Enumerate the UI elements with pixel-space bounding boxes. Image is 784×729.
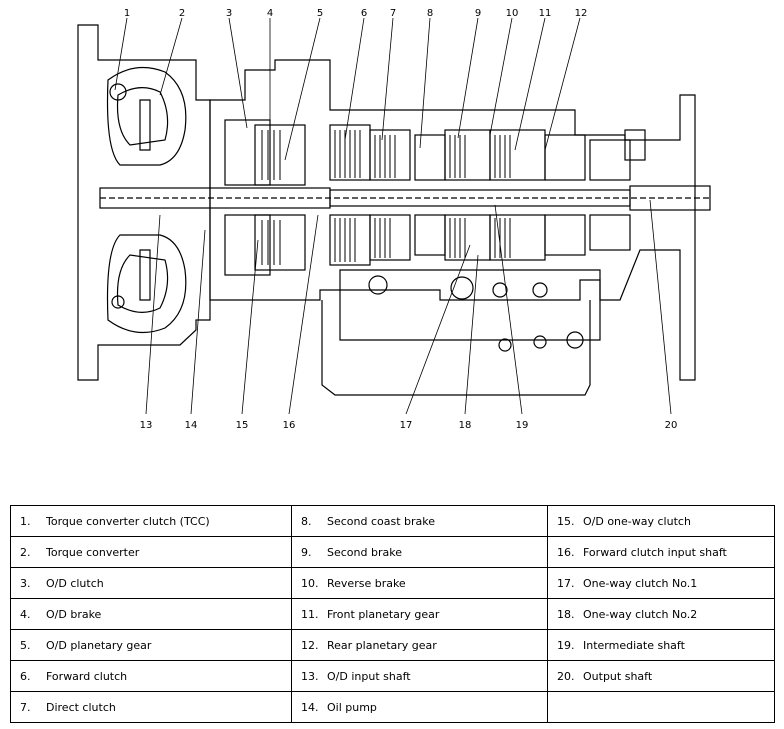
- transmission-cross-section-diagram: 1 2 3 4 5 6 7 8 9 10 11 12 13 14 15 16 1…: [77, 8, 711, 431]
- output-shaft: [629, 185, 711, 211]
- table-row: 6.Forward clutch 13.O/D input shaft 20.O…: [10, 660, 775, 692]
- callout-5: 5: [317, 8, 323, 19]
- callout-14: 14: [185, 420, 198, 431]
- callout-3: 3: [226, 8, 232, 19]
- callout-4: 4: [267, 8, 273, 19]
- legend-cell-14: 14.Oil pump: [291, 691, 548, 723]
- callout-12: 12: [575, 8, 588, 19]
- valve-body: [339, 269, 601, 341]
- legend-cell-20: 20.Output shaft: [547, 660, 775, 692]
- callout-17: 17: [400, 420, 413, 431]
- table-row: 3.O/D clutch 10.Reverse brake 17.One-way…: [10, 567, 775, 599]
- legend-cell-11: 11.Front planetary gear: [291, 598, 548, 630]
- legend-cell-7: 7.Direct clutch: [10, 691, 292, 723]
- table-row: 5.O/D planetary gear 12.Rear planetary g…: [10, 629, 775, 661]
- legend-cell-3: 3.O/D clutch: [10, 567, 292, 599]
- callout-1: 1: [124, 8, 130, 19]
- callout-16: 16: [283, 420, 296, 431]
- callout-10: 10: [506, 8, 519, 19]
- torque-converter-upper: [106, 66, 187, 166]
- legend-cell-2: 2.Torque converter: [10, 536, 292, 568]
- bell-housing: [77, 24, 211, 381]
- legend-cell-1: 1.Torque converter clutch (TCC): [10, 505, 292, 537]
- transmission-case: [209, 59, 696, 381]
- table-row: 2.Torque converter 9.Second brake 16.For…: [10, 536, 775, 568]
- component-legend-table: 1.Torque converter clutch (TCC) 8.Second…: [10, 505, 775, 723]
- legend-cell-6: 6.Forward clutch: [10, 660, 292, 692]
- legend-cell-17: 17.One-way clutch No.1: [547, 567, 775, 599]
- callout-8: 8: [427, 8, 433, 19]
- legend-cell-5: 5.O/D planetary gear: [10, 629, 292, 661]
- callout-7: 7: [390, 8, 396, 19]
- callout-2: 2: [179, 8, 185, 19]
- callout-13: 13: [140, 420, 153, 431]
- torque-converter-lower: [106, 234, 187, 334]
- legend-cell-9: 9.Second brake: [291, 536, 548, 568]
- legend-cell-4: 4.O/D brake: [10, 598, 292, 630]
- legend-cell-19: 19.Intermediate shaft: [547, 629, 775, 661]
- callout-15: 15: [236, 420, 249, 431]
- table-row: 7.Direct clutch 14.Oil pump: [10, 691, 775, 723]
- callout-6: 6: [361, 8, 367, 19]
- legend-cell-18: 18.One-way clutch No.2: [547, 598, 775, 630]
- legend-cell-8: 8.Second coast brake: [291, 505, 548, 537]
- table-row: 1.Torque converter clutch (TCC) 8.Second…: [10, 505, 775, 537]
- legend-cell-15: 15.O/D one-way clutch: [547, 505, 775, 537]
- legend-cell-empty: [547, 691, 775, 723]
- callout-9: 9: [475, 8, 481, 19]
- callout-18: 18: [459, 420, 472, 431]
- legend-cell-13: 13.O/D input shaft: [291, 660, 548, 692]
- input-shaft: [99, 187, 331, 209]
- callout-19: 19: [516, 420, 529, 431]
- callout-20: 20: [665, 420, 678, 431]
- legend-cell-16: 16.Forward clutch input shaft: [547, 536, 775, 568]
- legend-cell-10: 10.Reverse brake: [291, 567, 548, 599]
- oil-pan: [321, 300, 591, 396]
- legend-cell-12: 12.Rear planetary gear: [291, 629, 548, 661]
- table-row: 4.O/D brake 11.Front planetary gear 18.O…: [10, 598, 775, 630]
- callout-11: 11: [539, 8, 552, 19]
